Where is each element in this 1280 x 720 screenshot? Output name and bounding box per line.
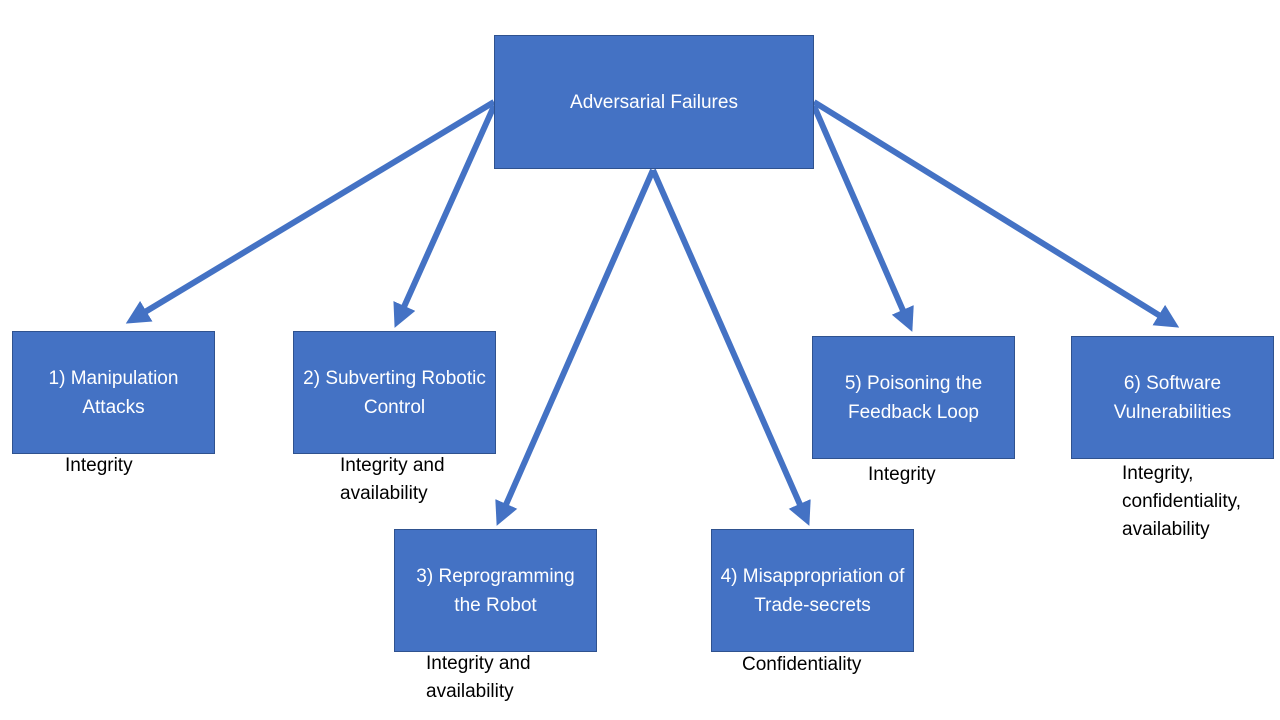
node-label: 1) Manipulation Attacks: [48, 367, 179, 418]
arrow-to-misappropriation: [650, 168, 811, 526]
node-caption: Integrity: [65, 455, 133, 476]
arrow-to-manipulation-attacks: [125, 99, 496, 324]
node-caption: Integrity and availability: [340, 455, 445, 504]
node-label: 5) Poisoning the Feedback Loop: [844, 372, 983, 423]
node-label: 6) Software Vulnerabilities: [1113, 372, 1232, 423]
node-software-vulnerabilities: 6) Software Vulnerabilities: [1071, 336, 1274, 459]
node-poisoning-the-feedback-loop: 5) Poisoning the Feedback Loop: [812, 336, 1015, 459]
node-caption: Integrity: [868, 464, 936, 485]
node-label: 2) Subverting Robotic Control: [303, 367, 486, 418]
arrow-to-poisoning-feedback-loop: [811, 104, 914, 332]
root-node-label: Adversarial Failures: [570, 91, 738, 113]
node-label: 3) Reprogramming the Robot: [416, 565, 575, 616]
arrow-to-software-vulnerabilities: [812, 99, 1180, 328]
node-misappropriation-of-trade-secrets: 4) Misappropriation of Trade-secrets: [711, 529, 914, 652]
arrow-to-subverting-robotic-control: [393, 104, 497, 328]
node-manipulation-attacks: 1) Manipulation Attacks: [12, 331, 215, 454]
root-node: Adversarial Failures: [494, 35, 814, 169]
node-caption: Confidentiality: [742, 654, 862, 675]
node-label: 4) Misappropriation of Trade-secrets: [720, 565, 905, 616]
node-caption: Integrity and availability: [426, 653, 531, 702]
node-subverting-robotic-control: 2) Subverting Robotic Control: [293, 331, 496, 454]
node-reprogramming-the-robot: 3) Reprogramming the Robot: [394, 529, 597, 652]
arrow-to-reprogramming-the-robot: [495, 168, 656, 526]
node-caption: Integrity, confidentiality, availability: [1122, 463, 1241, 540]
